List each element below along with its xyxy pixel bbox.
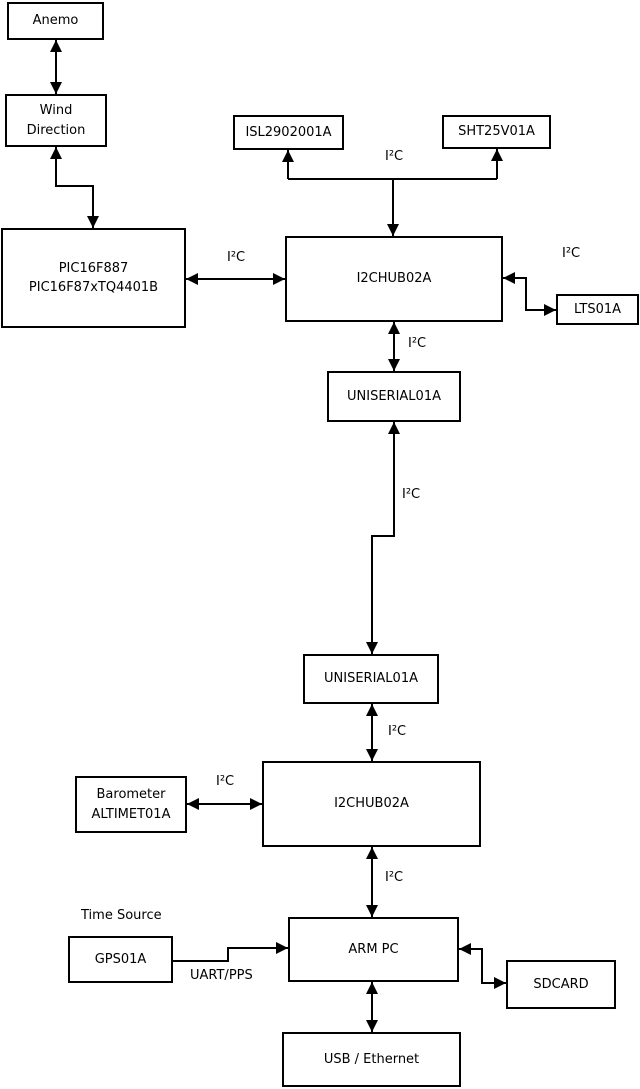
label-i2c-hub-bottom-arm: I²C (385, 870, 404, 885)
label-i2c-barometer: I²C (216, 774, 235, 789)
label-i2c-sensor-bus: I²C (385, 149, 404, 164)
block-wind-direction: Wind Direction (5, 94, 107, 147)
connector-uniserial-top-uniserial-bottom (366, 422, 400, 654)
connector-wind-pic (50, 147, 99, 228)
label-i2c-uniserial-hub-bottom: I²C (388, 724, 407, 739)
block-gps: GPS01A (68, 936, 173, 983)
block-lts-temperature-sensor: LTS01A (556, 294, 639, 325)
connector-gps-arm (172, 942, 288, 962)
label-i2c-long-link: I²C (402, 487, 421, 502)
block-barometer: Barometer ALTIMET01A (75, 776, 187, 833)
block-usb-ethernet: USB / Ethernet (282, 1032, 461, 1087)
block-isl-light-sensor: ISL2902001A (233, 115, 344, 150)
connector-arm-sdcard (459, 943, 506, 989)
connector-hub-top-lts (503, 272, 556, 316)
block-sdcard: SDCARD (506, 960, 616, 1009)
block-i2c-hub-bottom: I2CHUB02A (262, 761, 481, 847)
block-arm-pc: ARM PC (288, 917, 459, 982)
label-i2c-pic: I²C (227, 250, 246, 265)
label-time-source: Time Source (81, 908, 162, 923)
block-uniserial-top: UNISERIAL01A (327, 371, 461, 422)
label-uart-pps: UART/PPS (190, 968, 253, 983)
block-pic-microcontroller: PIC16F887 PIC16F87xTQ4401B (1, 228, 186, 328)
label-i2c-lts: I²C (562, 246, 581, 261)
block-i2c-hub-top: I2CHUB02A (285, 236, 503, 322)
label-i2c-hub-top-uniserial: I²C (408, 336, 427, 351)
block-uniserial-bottom: UNISERIAL01A (303, 654, 439, 704)
block-sht-humidity-sensor: SHT25V01A (442, 115, 551, 149)
block-anemo: Anemo (7, 2, 104, 40)
